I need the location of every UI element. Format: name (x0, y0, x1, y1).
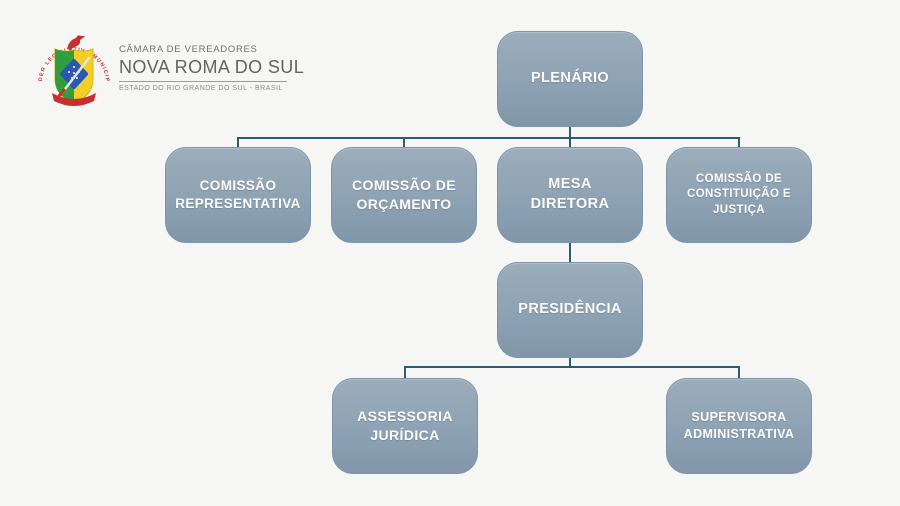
org-node-label: SUPERVISORA ADMINISTRATIVA (683, 410, 795, 441)
org-node-label: PLENÁRIO (530, 70, 610, 87)
municipality-name: NOVA ROMA DO SUL (119, 57, 305, 77)
connector-presidencia-down (569, 358, 571, 368)
municipal-crest-icon: PODER LEGISLATIVO MUNICIPAL (34, 26, 109, 106)
connector-stub-representativa (237, 137, 239, 147)
org-type-label: CÂMARA DE VEREADORES (119, 44, 258, 55)
connector-stub-supervisora (738, 366, 740, 378)
org-node-plenario: PLENÁRIO (497, 31, 643, 127)
org-node-presidencia: PRESIDÊNCIA (497, 262, 643, 358)
org-node-label: ASSESSORIA JURÍDICA (357, 408, 453, 443)
letterhead-divider (119, 81, 287, 82)
org-node-label: COMISSÃO DE ORÇAMENTO (352, 177, 456, 212)
connector-mesa-presidencia (569, 243, 571, 262)
org-node-comissao-orcamento: COMISSÃO DE ORÇAMENTO (331, 147, 477, 243)
crest-ribbon (52, 93, 96, 106)
org-node-label: COMISSÃO REPRESENTATIVA (175, 177, 301, 211)
org-node-supervisora-administrativa: SUPERVISORA ADMINISTRATIVA (666, 378, 812, 474)
org-node-comissao-constituicao-justica: COMISSÃO DE CONSTITUIÇÃO E JUSTIÇA (666, 147, 812, 243)
org-node-label: COMISSÃO DE CONSTITUIÇÃO E JUSTIÇA (687, 172, 791, 216)
connector-stub-orcamento (403, 137, 405, 147)
connector-stub-constituicao (738, 137, 740, 147)
org-node-label: MESA DIRETORA (530, 176, 610, 212)
state-label: ESTADO DO RIO GRANDE DO SUL - BRASIL (119, 85, 283, 92)
letterhead: CÂMARA DE VEREADORES NOVA ROMA DO SUL ES… (119, 44, 305, 92)
org-node-assessoria-juridica: ASSESSORIA JURÍDICA (332, 378, 478, 474)
connector-bus-level4 (404, 366, 740, 368)
org-node-label: PRESIDÊNCIA (518, 301, 622, 318)
connector-bus-level2 (237, 137, 740, 139)
connector-stub-assessoria (404, 366, 406, 378)
org-node-comissao-representativa: COMISSÃO REPRESENTATIVA (165, 147, 311, 243)
crest-bird (67, 35, 85, 50)
org-node-mesa-diretora: MESA DIRETORA (497, 147, 643, 243)
